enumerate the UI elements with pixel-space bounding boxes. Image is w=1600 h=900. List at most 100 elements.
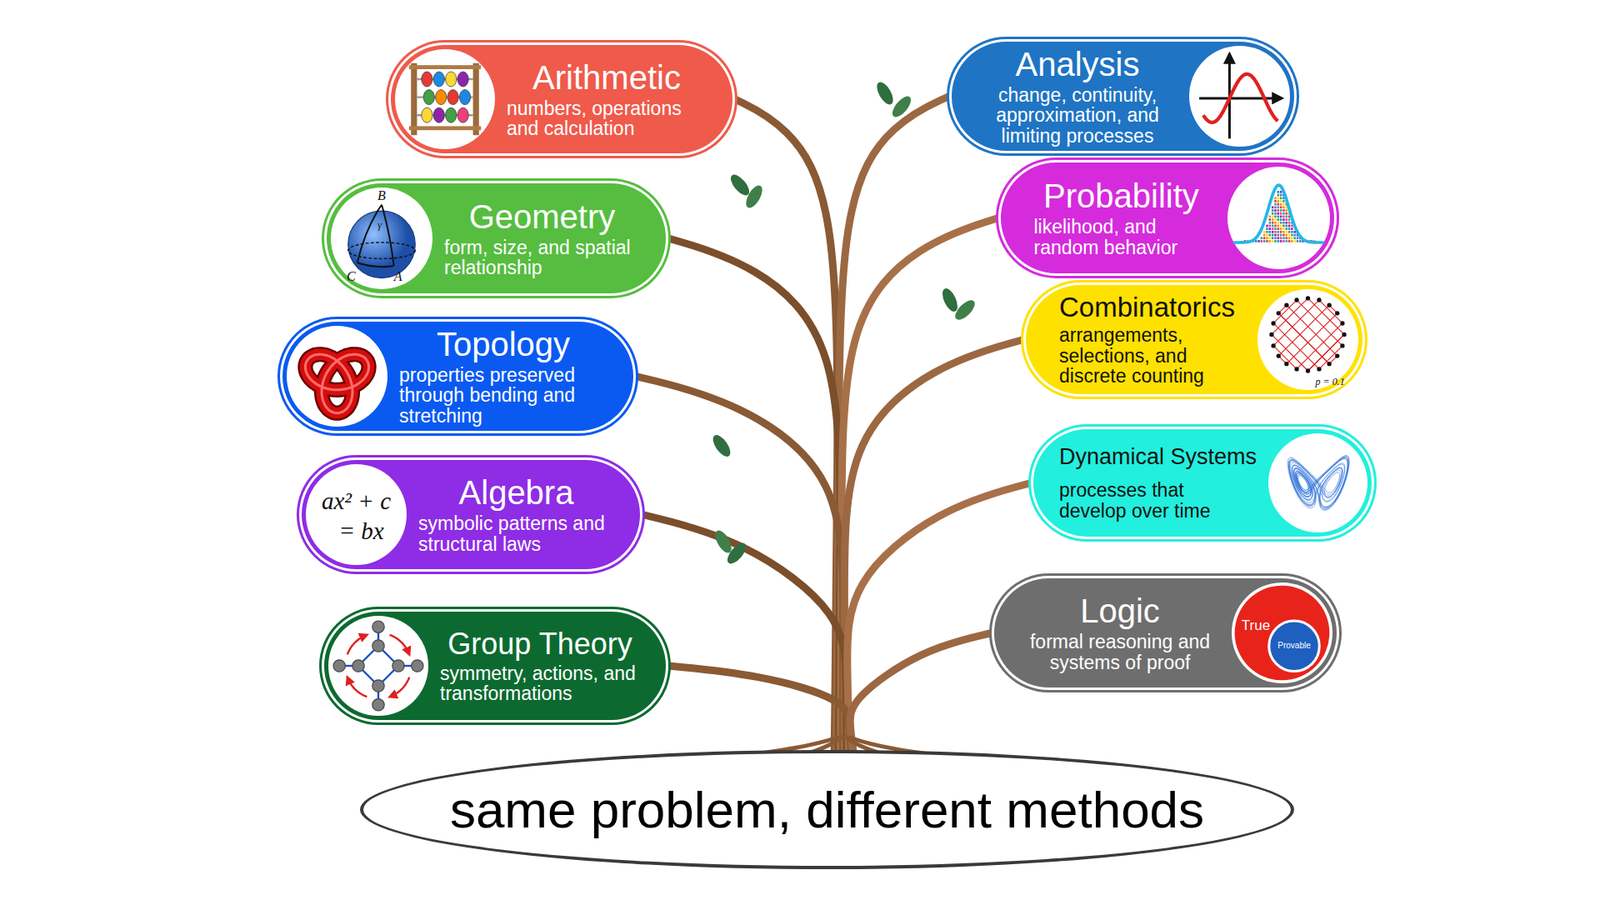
graph-atom [411, 660, 424, 672]
tree-branch [850, 633, 992, 751]
histogram-cell [1274, 234, 1276, 237]
histogram-cell [1277, 227, 1280, 230]
histogram-cell [1277, 230, 1280, 234]
knot-shadow [305, 354, 369, 413]
histogram-cell [1265, 240, 1268, 243]
leaf [727, 171, 753, 199]
graph-edge [1286, 313, 1338, 365]
histogram-cell [1280, 212, 1282, 215]
histogram-cell [1277, 215, 1280, 219]
histogram-cell [1265, 236, 1268, 240]
abacus-bead [421, 71, 433, 87]
graph-vertex [1335, 310, 1340, 315]
icon-disc [1257, 289, 1359, 390]
topic-title: Analysis [977, 46, 1178, 82]
histogram-cell [1280, 215, 1282, 219]
graph-vertex [1341, 332, 1346, 337]
histogram-cell [1280, 227, 1282, 230]
abacus-bead [423, 90, 435, 105]
histogram-cell [1277, 196, 1280, 200]
normal-curve [1233, 185, 1324, 243]
graph-vertex [1276, 310, 1281, 315]
histogram-cell [1282, 221, 1285, 225]
abacus-frame [409, 125, 481, 130]
topic-description: symmetry, actions, and transformations [440, 663, 640, 705]
histogram-cell [1271, 230, 1274, 234]
abacus [409, 63, 481, 135]
histogram-cell [1274, 218, 1276, 221]
histogram-cell [1269, 221, 1271, 225]
histogram-cell [1293, 236, 1295, 240]
icon-disc [395, 49, 495, 150]
graph-vertex [1326, 361, 1331, 366]
histogram-cell [1269, 225, 1271, 228]
histogram-cell [1269, 215, 1271, 219]
histogram-cell [1285, 221, 1287, 225]
histogram-cell [1288, 230, 1290, 234]
topic-icon [1268, 433, 1368, 533]
graph-edge [1286, 305, 1338, 356]
topic-pill: Analysischange, continuity, approximatio… [949, 39, 1297, 154]
histogram-cell [1271, 236, 1274, 240]
histogram-cell [1290, 240, 1293, 243]
icon-disc [305, 464, 407, 565]
histogram-cell [1263, 236, 1265, 240]
topic-pill: Group Theorysymmetry, actions, and trans… [321, 609, 669, 723]
text-column: Combinatoricsarrangements, selections, a… [1059, 293, 1239, 387]
icon-label: γ [377, 220, 382, 230]
topic-icon [330, 187, 433, 290]
topic-description: formal reasoning and systems of proof [1020, 631, 1220, 673]
histogram-cell [1288, 234, 1290, 237]
histogram-cell [1288, 227, 1290, 230]
histogram-cell [1282, 227, 1285, 230]
histogram-cell [1282, 203, 1285, 206]
histogram-cell [1274, 225, 1276, 228]
topic-icon [1189, 45, 1290, 147]
root-ellipse: same problem, different methods [360, 750, 1295, 870]
sine-curve [1203, 74, 1279, 123]
topic-title: Probability [1034, 178, 1210, 214]
topic-pill: Combinatoricsarrangements, selections, a… [1023, 282, 1365, 397]
graph-atom [372, 680, 385, 692]
graph-edge [1273, 300, 1320, 346]
histogram-cell [1274, 203, 1276, 206]
icon-disc [330, 187, 433, 290]
text-column: Dynamical Systemsprocesses that develop … [1059, 445, 1257, 521]
topic-icon [1231, 582, 1333, 684]
histogram-cell [1280, 194, 1282, 197]
histogram-cell [1277, 225, 1280, 228]
histogram-cell [1277, 240, 1280, 243]
graph-edge [1296, 300, 1343, 346]
histogram-cell [1280, 240, 1282, 243]
histogram-cell [1296, 240, 1299, 243]
topic-icon [286, 325, 388, 427]
histogram-cell [1285, 230, 1287, 234]
histogram-cell [1271, 212, 1274, 215]
histogram-cell [1280, 234, 1282, 237]
histogram-cell [1269, 227, 1271, 230]
topic-icon [1257, 289, 1359, 390]
histogram-cell [1280, 221, 1282, 225]
histogram-cell [1277, 203, 1280, 206]
trefoil-knot [305, 354, 369, 413]
abacus-frame [409, 65, 481, 70]
histogram-cell [1277, 212, 1280, 215]
histogram-cell [1282, 209, 1285, 212]
topic-description: arrangements, selections, and discrete c… [1059, 325, 1239, 386]
topic-description: processes that develop over time [1059, 480, 1251, 521]
topic-pill: Geometryform, size, and spatial relation… [324, 180, 669, 296]
leaf [742, 183, 765, 211]
icon-label: A [394, 270, 403, 284]
topic-pill: Logicformal reasoning and systems of pro… [991, 575, 1340, 690]
topic-title: Arithmetic [506, 60, 707, 95]
histogram-cell [1274, 236, 1276, 240]
tree-branch [668, 665, 851, 750]
abacus-bead [433, 71, 445, 87]
histogram-cell [1274, 196, 1276, 200]
topic-icon [305, 464, 407, 565]
histogram-cell [1280, 218, 1282, 221]
leaf [724, 540, 750, 567]
graph-edge [1278, 313, 1330, 365]
histogram-cell [1280, 190, 1282, 194]
histogram-cell [1280, 203, 1282, 206]
